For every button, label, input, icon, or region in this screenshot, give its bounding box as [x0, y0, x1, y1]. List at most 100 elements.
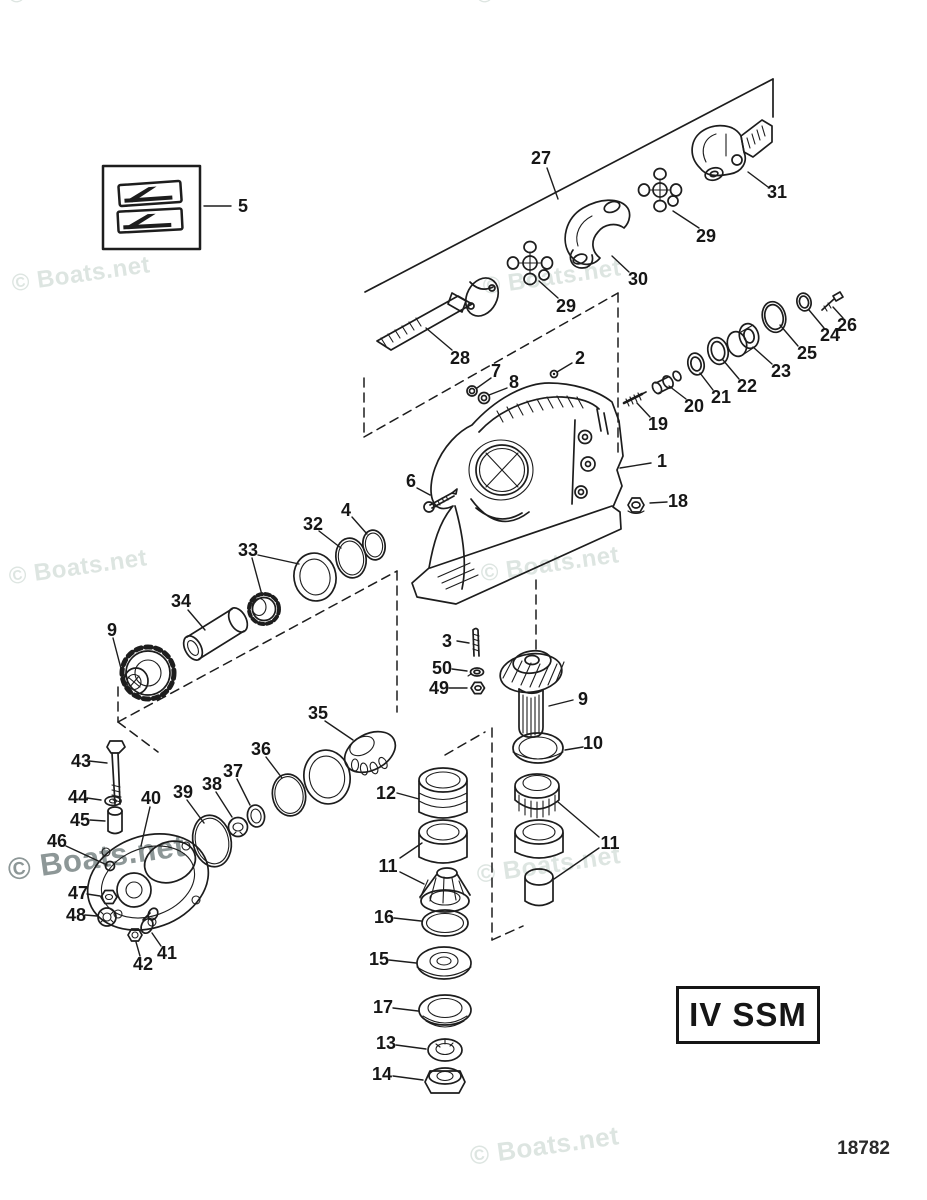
- part-callout-20: 20: [684, 396, 704, 416]
- leader-line: [135, 941, 141, 957]
- part-callout-11: 11: [378, 856, 397, 876]
- bearing-cluster: [191, 730, 397, 868]
- part-callout-22: 22: [737, 376, 757, 396]
- leader-line: [86, 797, 102, 801]
- part-callout-8: 8: [509, 372, 519, 392]
- leader-line: [251, 557, 263, 596]
- leader-line: [611, 255, 630, 273]
- housing-hardware: [423, 369, 645, 515]
- leader-line: [546, 167, 559, 200]
- leader-line: [186, 799, 205, 824]
- part-callout-21: 21: [711, 387, 731, 407]
- leader-line: [84, 914, 98, 917]
- part-callout-19: 19: [648, 414, 668, 434]
- part-callout-4: 4: [341, 500, 351, 520]
- leader-line: [557, 801, 600, 838]
- leader-line: [752, 346, 773, 365]
- part-callout-29: 29: [696, 226, 716, 246]
- part-callout-27: 27: [531, 148, 551, 168]
- part-callout-5: 5: [238, 196, 248, 216]
- part-callout-45: 45: [70, 810, 90, 830]
- leader-line: [351, 516, 368, 535]
- leader-line: [451, 668, 468, 672]
- leader-line: [392, 1007, 419, 1012]
- leader-line: [318, 530, 342, 549]
- part-callout-2: 2: [575, 348, 585, 368]
- leader-line: [425, 327, 453, 351]
- part-callout-48: 48: [66, 905, 86, 925]
- leader-line: [564, 746, 584, 751]
- part-callout-30: 30: [628, 269, 648, 289]
- watermark: © Boats.net: [468, 1120, 621, 1171]
- leader-line: [236, 778, 251, 806]
- leader-line: [548, 699, 574, 707]
- leader-line: [257, 554, 300, 565]
- part-callout-32: 32: [303, 514, 323, 534]
- driveshaft-assembly: [376, 119, 773, 351]
- leader-line: [553, 847, 600, 880]
- leader-line: [399, 842, 423, 859]
- leader-line: [392, 1075, 424, 1081]
- part-callout-39: 39: [173, 782, 193, 802]
- leader-line: [747, 171, 769, 188]
- axis-lines: [117, 78, 774, 941]
- part-callout-31: 31: [767, 182, 787, 202]
- watermark: © Boats.net: [6, 0, 148, 9]
- part-callout-16: 16: [374, 907, 394, 927]
- forward-gear-stack: [416, 767, 472, 1094]
- leader-line: [399, 871, 425, 885]
- shift-hardware-row: [622, 291, 844, 407]
- leader-line: [636, 402, 651, 418]
- leader-line: [151, 932, 162, 947]
- part-callout-29: 29: [556, 296, 576, 316]
- part-callout-14: 14: [372, 1064, 392, 1084]
- leader-line: [324, 720, 354, 741]
- part-callout-25: 25: [797, 343, 817, 363]
- part-callout-17: 17: [373, 997, 393, 1017]
- part-callout-26: 26: [837, 315, 857, 335]
- watermark: © Boats.net: [6, 828, 187, 887]
- leader-line: [668, 385, 687, 400]
- part-callout-24: 24: [820, 325, 840, 345]
- diagram-line-art: [86, 78, 844, 1094]
- leader-line: [808, 309, 825, 329]
- watermark: © Boats.net: [10, 251, 152, 297]
- leader-line: [89, 819, 106, 822]
- leader-line: [86, 893, 101, 897]
- part-callout-13: 13: [376, 1033, 396, 1053]
- part-callout-12: 12: [376, 783, 396, 803]
- part-callout-41: 41: [157, 943, 177, 963]
- leader-line: [187, 609, 206, 631]
- part-callout-7: 7: [491, 361, 501, 381]
- part-callout-3: 3: [442, 631, 452, 651]
- part-callout-9: 9: [578, 689, 588, 709]
- leader-line: [112, 637, 125, 681]
- leader-line: [65, 845, 108, 866]
- leader-line: [476, 377, 492, 389]
- drawing-number: 18782: [837, 1138, 890, 1159]
- watermark: © Boats.net: [474, 0, 616, 9]
- part-callout-15: 15: [369, 949, 389, 969]
- leader-line: [699, 372, 714, 391]
- leader-line: [140, 806, 151, 847]
- part-callout-44: 44: [68, 787, 88, 807]
- leader-line: [488, 387, 508, 396]
- leader-line: [649, 501, 668, 504]
- part-callout-23: 23: [771, 361, 791, 381]
- leader-line: [672, 210, 700, 229]
- part-callout-18: 18: [668, 491, 688, 511]
- part-callout-9: 9: [107, 620, 117, 640]
- part-callout-6: 6: [406, 471, 416, 491]
- bearing-cap-assembly: [86, 740, 210, 942]
- watermark-layer: © Boats.net © Boats.net © Boats.net © Boats…: [6, 0, 623, 1171]
- part-callout-35: 35: [308, 703, 328, 723]
- pinion-gear: [499, 649, 565, 738]
- part-callout-37: 37: [223, 761, 243, 781]
- leader-line: [416, 487, 431, 496]
- part-callout-49: 49: [429, 678, 449, 698]
- leader-line: [538, 280, 559, 299]
- section-badge: IV SSM: [676, 986, 820, 1044]
